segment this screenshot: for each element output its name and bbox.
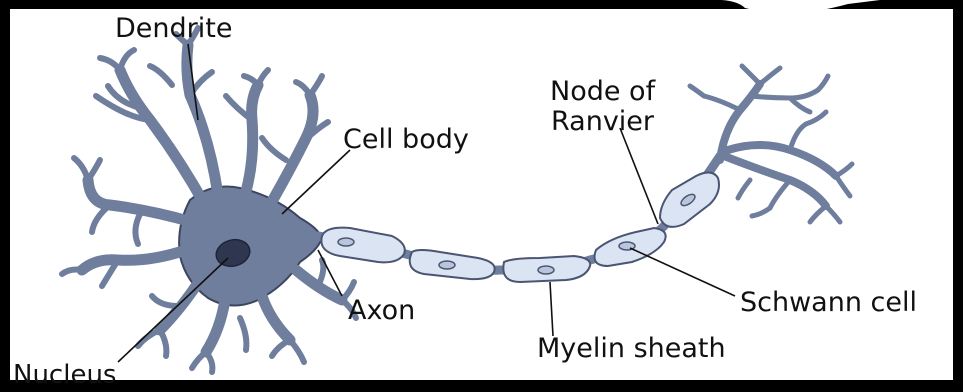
label-cell-body: Cell body xyxy=(343,124,469,155)
schwann-segment-3 xyxy=(503,256,590,282)
label-schwann-cell: Schwann cell xyxy=(740,287,917,318)
label-node-of-ranvier-line1: Node of xyxy=(550,76,657,107)
label-myelin-sheath: Myelin sheath xyxy=(537,333,726,364)
label-dendrite: Dendrite xyxy=(115,13,232,44)
label-nucleus: Nucleus xyxy=(13,360,116,390)
label-axon: Axon xyxy=(348,295,415,326)
label-node-of-ranvier-line2: Ranvier xyxy=(551,106,655,137)
